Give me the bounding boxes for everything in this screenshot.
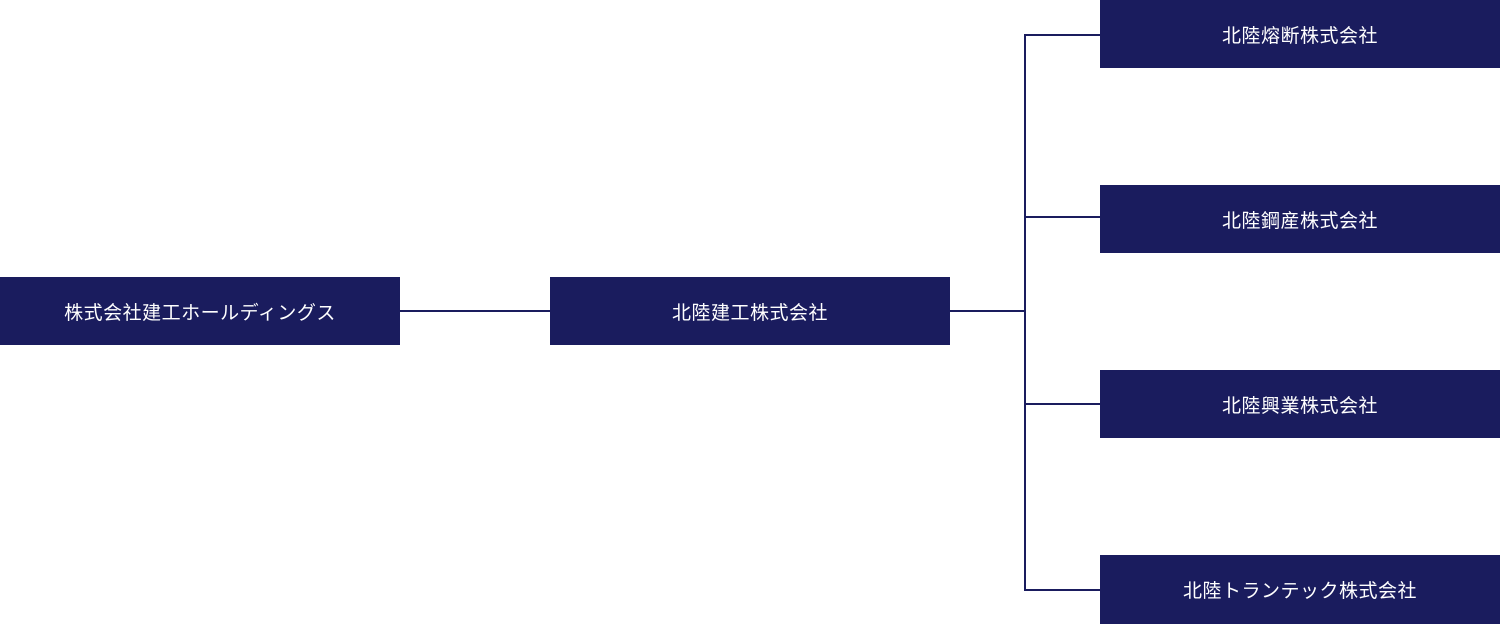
node-child-1: 北陸熔断株式会社: [1100, 0, 1500, 68]
connector-branch-4: [1024, 589, 1100, 591]
node-middle: 北陸建工株式会社: [550, 277, 950, 345]
node-child-2: 北陸鋼産株式会社: [1100, 185, 1500, 253]
node-middle-label: 北陸建工株式会社: [671, 301, 828, 324]
connector-branch-3: [1024, 403, 1100, 405]
node-root-label: 株式会社建工ホールディングス: [64, 301, 336, 324]
connector-middle-to-trunk: [950, 310, 1025, 312]
node-child-label: 北陸鋼産株式会社: [1221, 209, 1378, 232]
node-root: 株式会社建工ホールディングス: [0, 277, 400, 345]
connector-vertical-trunk: [1024, 34, 1026, 591]
connector-branch-2: [1024, 216, 1100, 218]
node-child-label: 北陸熔断株式会社: [1221, 24, 1378, 47]
connector-root-to-middle: [400, 310, 550, 312]
node-child-label: 北陸興業株式会社: [1221, 394, 1378, 417]
connector-branch-1: [1024, 34, 1100, 36]
node-child-4: 北陸トランテック株式会社: [1100, 555, 1500, 624]
node-child-label: 北陸トランテック株式会社: [1182, 580, 1417, 602]
node-child-3: 北陸興業株式会社: [1100, 370, 1500, 438]
